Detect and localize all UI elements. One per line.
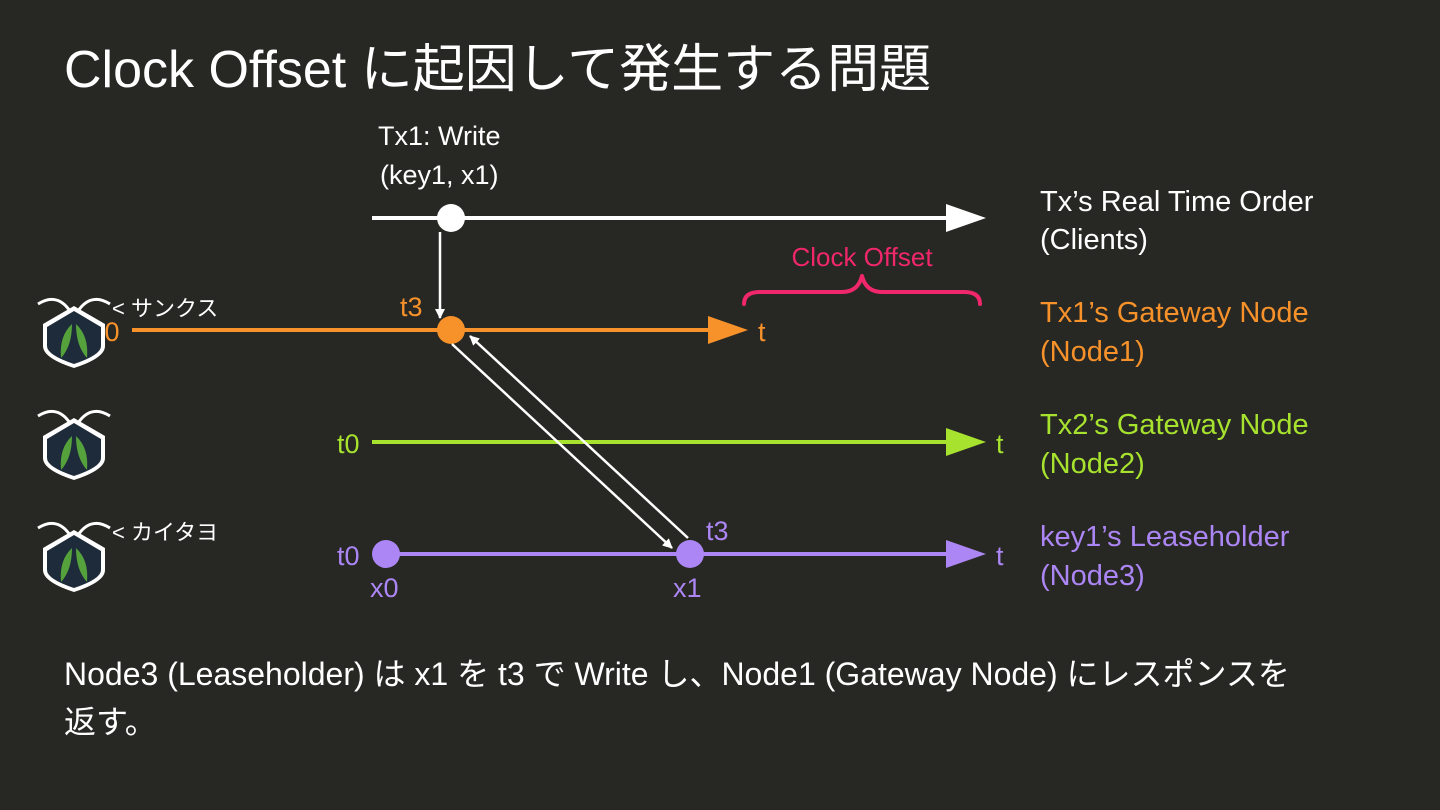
node1-label-line2: (Node1) bbox=[1040, 336, 1145, 368]
node3-initial-value-label: x0 bbox=[370, 573, 399, 603]
node3-written-value-label: x1 bbox=[673, 573, 702, 603]
clients-label-line1: Tx’s Real Time Order bbox=[1040, 186, 1314, 218]
clients-timeline-arrowhead bbox=[946, 204, 986, 232]
node1-timeline-arrowhead bbox=[708, 316, 748, 344]
node2-timeline-arrowhead bbox=[946, 428, 986, 456]
node2-end-label: t bbox=[996, 429, 1004, 459]
caption-line-2: 返す。 bbox=[64, 704, 157, 740]
mascot-speech-3: < カイタヨ bbox=[112, 520, 218, 545]
node3-timeline bbox=[372, 540, 986, 568]
tx1-label-line2: (key1, x1) bbox=[380, 160, 499, 190]
node3-event-time-label: t3 bbox=[706, 516, 729, 546]
timeline-diagram: Tx1: Write (key1, x1) Tx’s Real Time Ord… bbox=[37, 121, 1314, 603]
node1-event-time-label: t3 bbox=[400, 292, 423, 322]
clients-timeline bbox=[372, 204, 986, 232]
cockroach-mascot-icon bbox=[37, 297, 111, 368]
node2-timeline bbox=[372, 428, 986, 456]
mascot-speech-1: < サンクス bbox=[112, 296, 218, 321]
node3-start-label: t0 bbox=[337, 541, 360, 571]
clock-offset-brace bbox=[742, 274, 982, 306]
slide-title: Clock Offset に起因して発生する問題 bbox=[64, 41, 932, 99]
node2-label-line2: (Node2) bbox=[1040, 448, 1145, 480]
node3-initial-point bbox=[372, 540, 400, 568]
node1-timeline bbox=[132, 316, 748, 344]
node1-label-line1: Tx1’s Gateway Node bbox=[1040, 297, 1309, 329]
node3-label-line1: key1’s Leaseholder bbox=[1040, 521, 1290, 553]
caption-line-1: Node3 (Leaseholder) は x1 を t3 で Write し、… bbox=[64, 656, 1290, 692]
node1-event-point bbox=[437, 316, 465, 344]
clients-label-line2: (Clients) bbox=[1040, 224, 1148, 256]
node1-end-label: t bbox=[758, 317, 766, 347]
node3-timeline-arrowhead bbox=[946, 540, 986, 568]
clock-offset-label: Clock Offset bbox=[791, 242, 933, 272]
node3-label-line2: (Node3) bbox=[1040, 560, 1145, 592]
write-response-arrow bbox=[469, 335, 689, 539]
tx1-label-line1: Tx1: Write bbox=[378, 121, 501, 151]
cockroach-mascot-icon bbox=[37, 521, 111, 592]
node2-label-line1: Tx2’s Gateway Node bbox=[1040, 409, 1309, 441]
write-request-arrow bbox=[451, 343, 673, 549]
tx1-write-point bbox=[437, 204, 465, 232]
caption: Node3 (Leaseholder) は x1 を t3 で Write し、… bbox=[64, 650, 1404, 746]
node3-end-label: t bbox=[996, 541, 1004, 571]
node2-start-label: t0 bbox=[337, 429, 360, 459]
cockroach-mascot-icon bbox=[37, 409, 111, 480]
node3-write-point bbox=[676, 540, 704, 568]
